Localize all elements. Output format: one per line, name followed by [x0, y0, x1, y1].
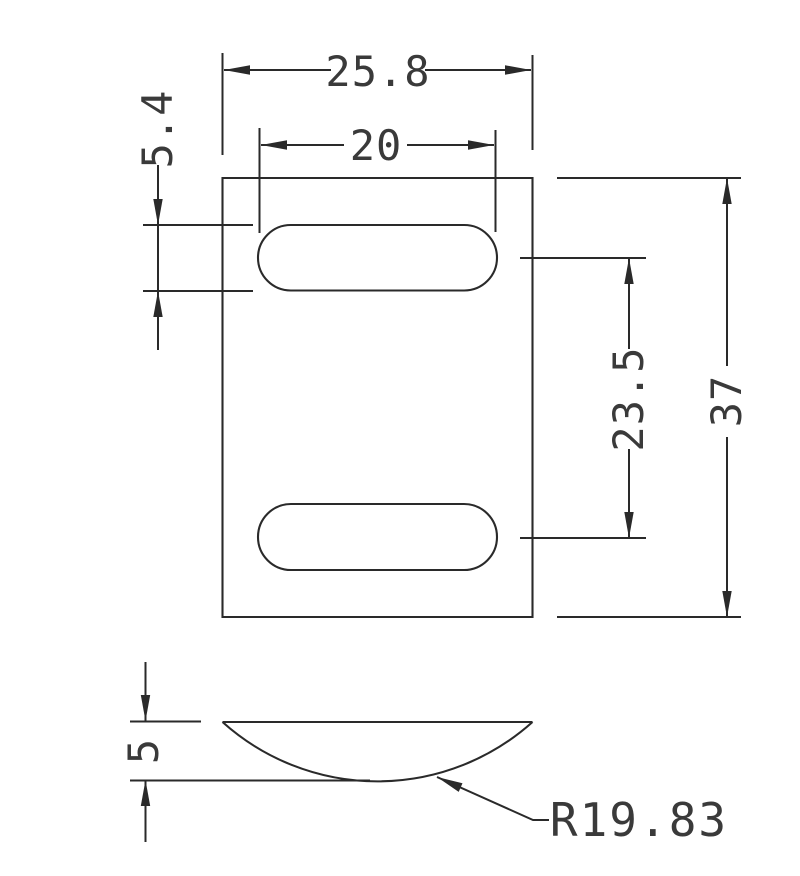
- dim-slot-spacing: [520, 258, 646, 538]
- arrowhead-up: [153, 291, 163, 317]
- arrowhead-right: [505, 65, 531, 75]
- arrowhead-up: [140, 780, 151, 806]
- concave-arc: [223, 722, 533, 781]
- dim-slot-width-label: 5.4: [133, 89, 182, 169]
- dim-slot-length: [260, 128, 496, 233]
- arrowhead-left: [261, 140, 287, 150]
- arrowhead-up: [624, 258, 634, 284]
- arrowhead-down: [722, 591, 732, 617]
- radius-leader: [437, 777, 549, 820]
- bottom-slot: [258, 504, 497, 570]
- arrowhead-leader: [437, 777, 463, 792]
- dim-plate-height-label: 37: [702, 374, 751, 428]
- top-slot: [258, 225, 497, 291]
- dim-plate-width-label: 25.8: [325, 47, 431, 96]
- dim-slot-spacing-label: 23.5: [604, 346, 653, 452]
- leader-line: [437, 777, 549, 820]
- arrowhead-right: [468, 140, 494, 150]
- arrowhead-down: [624, 512, 634, 538]
- arrowhead-up: [722, 178, 732, 204]
- dim-profile-depth-label: 5: [119, 737, 168, 765]
- arrowhead-left: [224, 65, 250, 75]
- arrowhead-down: [153, 199, 163, 225]
- dim-profile-depth: [130, 662, 370, 842]
- dim-profile-radius-label: R19.83: [549, 793, 729, 847]
- profile-view: [223, 722, 533, 781]
- dim-plate-width: [223, 53, 533, 155]
- plate-outline: [223, 178, 533, 617]
- dim-slot-width: [143, 165, 253, 350]
- front-view: [223, 178, 533, 617]
- dim-slot-length-label: 20: [349, 121, 403, 170]
- arrowhead-down: [140, 695, 151, 721]
- dim-plate-height: [557, 178, 741, 617]
